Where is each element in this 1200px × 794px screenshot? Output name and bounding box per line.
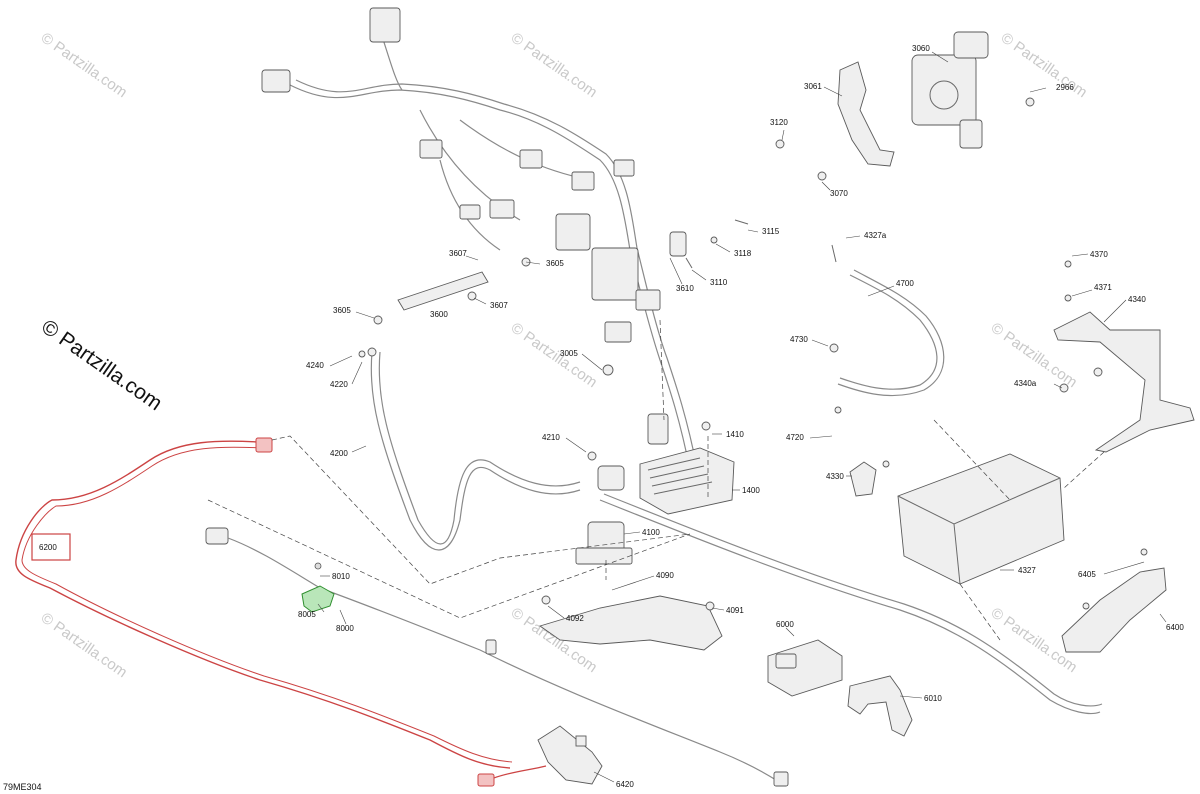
callout-4700: 4700 <box>896 279 914 288</box>
callout-4327: 4327 <box>1018 566 1036 575</box>
callout-3607-lower: 3607 <box>490 301 508 310</box>
clip-8005 <box>301 562 335 613</box>
callout-3120: 3120 <box>770 118 788 127</box>
callout-6010: 6010 <box>924 694 942 703</box>
callout-4100: 4100 <box>642 528 660 537</box>
callout-4370: 4370 <box>1090 250 1108 259</box>
throttle-actuator <box>911 31 989 149</box>
callout-4092: 4092 <box>566 614 584 623</box>
battery-cable-4200 <box>358 347 581 551</box>
callout-3061: 3061 <box>804 82 822 91</box>
bracket-6420 <box>537 725 603 785</box>
battery-4327 <box>897 453 1065 585</box>
watermark-tile: © Partzilla.com <box>38 609 131 681</box>
watermark-tile: © Partzilla.com <box>38 29 131 101</box>
callout-4090: 4090 <box>656 571 674 580</box>
callout-3115: 3115 <box>762 227 780 236</box>
callout-4720: 4720 <box>786 433 804 442</box>
callout-6400: 6400 <box>1166 623 1184 632</box>
callout-4210: 4210 <box>542 433 560 442</box>
callout-3610: 3610 <box>676 284 694 293</box>
callout-8005: 8005 <box>298 610 316 619</box>
actuator-bracket <box>837 61 895 167</box>
callout-3600: 3600 <box>430 310 448 319</box>
callout-6200: 6200 <box>39 543 57 552</box>
callout-4240: 4240 <box>306 361 324 370</box>
terminal-cover-4330 <box>849 460 890 497</box>
callout-3118: 3118 <box>734 249 752 258</box>
bracket-6010 <box>847 675 913 737</box>
battery-cable-4700 <box>829 244 945 414</box>
watermark-tile: © Partzilla.com <box>508 319 601 391</box>
callout-3005: 3005 <box>560 349 578 358</box>
small-fasteners-top-right <box>775 97 1035 181</box>
callout-4327a: 4327a <box>864 231 887 240</box>
callout-6200-box: 6200 <box>31 533 71 561</box>
voltage-regulator-1400 <box>639 413 735 515</box>
watermark-tile: © Partzilla.com <box>508 29 601 101</box>
callout-4200: 4200 <box>330 449 348 458</box>
leader-lines <box>317 51 1167 783</box>
callout-3607-upper: 3607 <box>449 249 467 258</box>
rear-harness <box>599 493 1103 715</box>
callout-3605-right: 3605 <box>546 259 564 268</box>
sensor-cable-8000 <box>205 527 789 787</box>
callout-4340: 4340 <box>1128 295 1146 304</box>
callout-4220: 4220 <box>330 380 348 389</box>
callout-8000: 8000 <box>336 624 354 633</box>
callout-6420: 6420 <box>616 780 634 789</box>
diagram-code: 79ME304 <box>3 782 42 792</box>
relay-4100 <box>575 465 633 565</box>
battery-bracket-4340 <box>1053 260 1195 453</box>
watermark-main: © Partzilla.com <box>37 315 166 415</box>
module-6000 <box>767 639 843 697</box>
bracket-3600 <box>373 257 531 325</box>
reference-lines <box>207 319 1105 641</box>
callout-8010: 8010 <box>332 572 350 581</box>
small-parts-center <box>587 364 614 461</box>
callout-6405: 6405 <box>1078 570 1096 579</box>
callout-6000: 6000 <box>776 620 794 629</box>
watermark-tile: © Partzilla.com <box>998 29 1091 101</box>
callout-4340a: 4340a <box>1014 379 1037 388</box>
callout-4371: 4371 <box>1094 283 1112 292</box>
callout-3070: 3070 <box>830 189 848 198</box>
callout-labels: 3060 3061 2966 3120 3070 3115 3118 3110 … <box>298 44 1184 789</box>
callout-4091: 4091 <box>726 606 744 615</box>
callout-4730: 4730 <box>790 335 808 344</box>
harness-6200-highlighted <box>15 437 547 787</box>
callout-3605-left: 3605 <box>333 306 351 315</box>
callout-2966: 2966 <box>1056 83 1074 92</box>
bracket-6400 <box>1061 548 1167 653</box>
sensor-3110 <box>669 219 749 269</box>
callout-1400: 1400 <box>742 486 760 495</box>
callout-4330: 4330 <box>826 472 844 481</box>
callout-3060: 3060 <box>912 44 930 53</box>
main-wiring-harness <box>261 7 698 471</box>
callout-1410: 1410 <box>726 430 744 439</box>
callout-3110: 3110 <box>710 278 728 287</box>
